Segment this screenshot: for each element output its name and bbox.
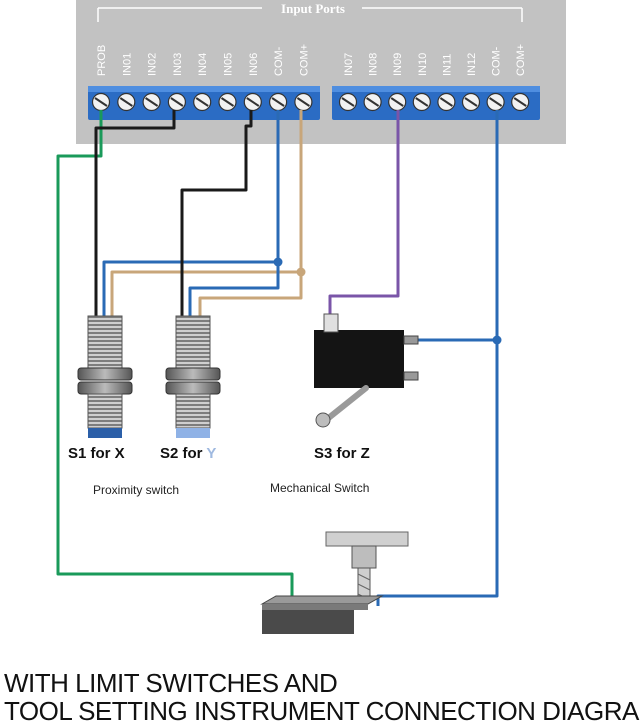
screw-terminal-icon xyxy=(388,92,407,112)
setter-plate-edge xyxy=(262,604,368,610)
pin-label-in10-right: IN10 xyxy=(417,53,429,76)
screw-terminal-icon xyxy=(117,92,136,112)
s2-sense-face xyxy=(176,428,210,438)
s1-body-bottom xyxy=(87,393,123,429)
screw-terminal-icon xyxy=(167,92,186,112)
screw-terminal-icon xyxy=(363,92,382,112)
screw-terminal-icon xyxy=(294,92,313,112)
wire-tan-s1 xyxy=(110,270,301,318)
tool-setter xyxy=(260,531,409,634)
footer-title-line-1: WITH LIMIT SWITCHES AND xyxy=(4,668,338,698)
junction-blue-right xyxy=(492,335,502,345)
screw-terminal-icon xyxy=(338,92,358,112)
s1-sense-face xyxy=(88,428,122,438)
terminal-block-left-top xyxy=(88,86,320,92)
pin-label-prob-left: PROB xyxy=(96,45,108,76)
pin-label-in09-right: IN09 xyxy=(392,53,404,76)
screw-terminal-icon xyxy=(91,92,111,112)
screw-terminal-icon xyxy=(511,92,530,112)
board-title: Input Ports xyxy=(281,1,345,16)
wire-blue-com-right xyxy=(376,110,499,606)
input-port-board: Input Ports PROB IN01 IN02 IN03 IN04 IN05 IN06… xyxy=(76,0,566,144)
screw-terminal-icon xyxy=(461,92,481,112)
pin-label-com-right: COM+ xyxy=(515,44,527,76)
screw-terminal-icon xyxy=(412,92,431,112)
s1-label: S1 for X xyxy=(68,445,125,462)
pin-labels: PROB IN01 IN02 IN03 IN04 IN05 IN06 COM- COM+ IN07… xyxy=(96,44,527,76)
s3-terminal-2 xyxy=(403,371,419,381)
s1-nut-1 xyxy=(77,367,133,381)
wire-tan-s2 xyxy=(198,110,303,318)
screw-terminal-icon xyxy=(193,92,212,112)
mechanical-switch-s3 xyxy=(314,313,419,428)
s3-lever xyxy=(323,385,369,423)
setter-base xyxy=(262,606,354,634)
s2-nut-2 xyxy=(165,381,221,395)
proximity-sensor-s1 xyxy=(77,315,133,438)
pin-label-in08-right: IN08 xyxy=(368,53,380,76)
junction-blue xyxy=(273,257,283,267)
s3-terminal-1 xyxy=(403,335,419,345)
s2-label: S2 for Y xyxy=(160,445,216,462)
mechanical-switch-label: Mechanical Switch xyxy=(270,481,369,495)
wire-blue-s2 xyxy=(188,110,280,318)
setter-plate xyxy=(260,595,384,605)
screw-terminal-icon xyxy=(243,92,262,112)
pin-label-in11-right: IN11 xyxy=(441,54,453,76)
spindle-head xyxy=(325,531,409,547)
wire-purple-s3 xyxy=(328,110,400,316)
terminal-block-right-top xyxy=(332,86,540,92)
proximity-switch-label: Proximity switch xyxy=(93,483,179,497)
s3-body xyxy=(314,330,404,388)
pin-label-in02-left: IN02 xyxy=(147,53,159,76)
s1-body-top xyxy=(87,315,123,371)
pin-label-in12-right: IN12 xyxy=(466,53,478,76)
wire-green-probe xyxy=(56,110,294,600)
pin-label-in03-left: IN03 xyxy=(172,53,184,76)
s3-roller xyxy=(315,412,331,428)
wires xyxy=(56,110,499,606)
screw-terminal-icon xyxy=(269,92,288,112)
pin-label-com-left: COM+ xyxy=(298,44,310,76)
wire-black-s1 xyxy=(94,110,176,318)
s3-top-tab xyxy=(323,313,339,333)
wire-blue-s1 xyxy=(102,260,278,318)
proximity-sensor-s2 xyxy=(165,315,221,438)
terminal-screws xyxy=(91,92,530,112)
footer-title-line-2: TOOL SETTING INSTRUMENT CONNECTION DIAGR… xyxy=(4,696,640,726)
s2-label-main: S2 for xyxy=(160,445,206,462)
pin-label-in01-left: IN01 xyxy=(121,53,133,76)
tool-flute-2 xyxy=(357,583,371,591)
tool-flute-1 xyxy=(357,573,371,581)
junction-tan xyxy=(296,267,306,277)
pin-label-com-left: COM- xyxy=(273,46,285,76)
collet xyxy=(351,545,377,569)
s2-body-bottom xyxy=(175,393,211,429)
screw-terminal-icon xyxy=(218,92,237,112)
s2-body-top xyxy=(175,315,211,371)
pin-label-in04-left: IN04 xyxy=(197,53,209,76)
s2-label-axis: Y xyxy=(206,445,216,462)
s2-nut-1 xyxy=(165,367,221,381)
pin-label-in05-left: IN05 xyxy=(223,53,235,76)
pin-label-in07-right: IN07 xyxy=(343,53,355,76)
wire-black-s2 xyxy=(180,110,253,318)
screw-terminal-icon xyxy=(142,92,161,112)
terminal-block-right xyxy=(332,86,540,120)
pin-label-com-right: COM- xyxy=(491,46,503,76)
pin-label-in06-left: IN06 xyxy=(248,53,260,76)
s1-nut-2 xyxy=(77,381,133,395)
s3-label: S3 for Z xyxy=(314,445,370,462)
screw-terminal-icon xyxy=(437,92,456,112)
screw-terminal-icon xyxy=(486,92,505,112)
